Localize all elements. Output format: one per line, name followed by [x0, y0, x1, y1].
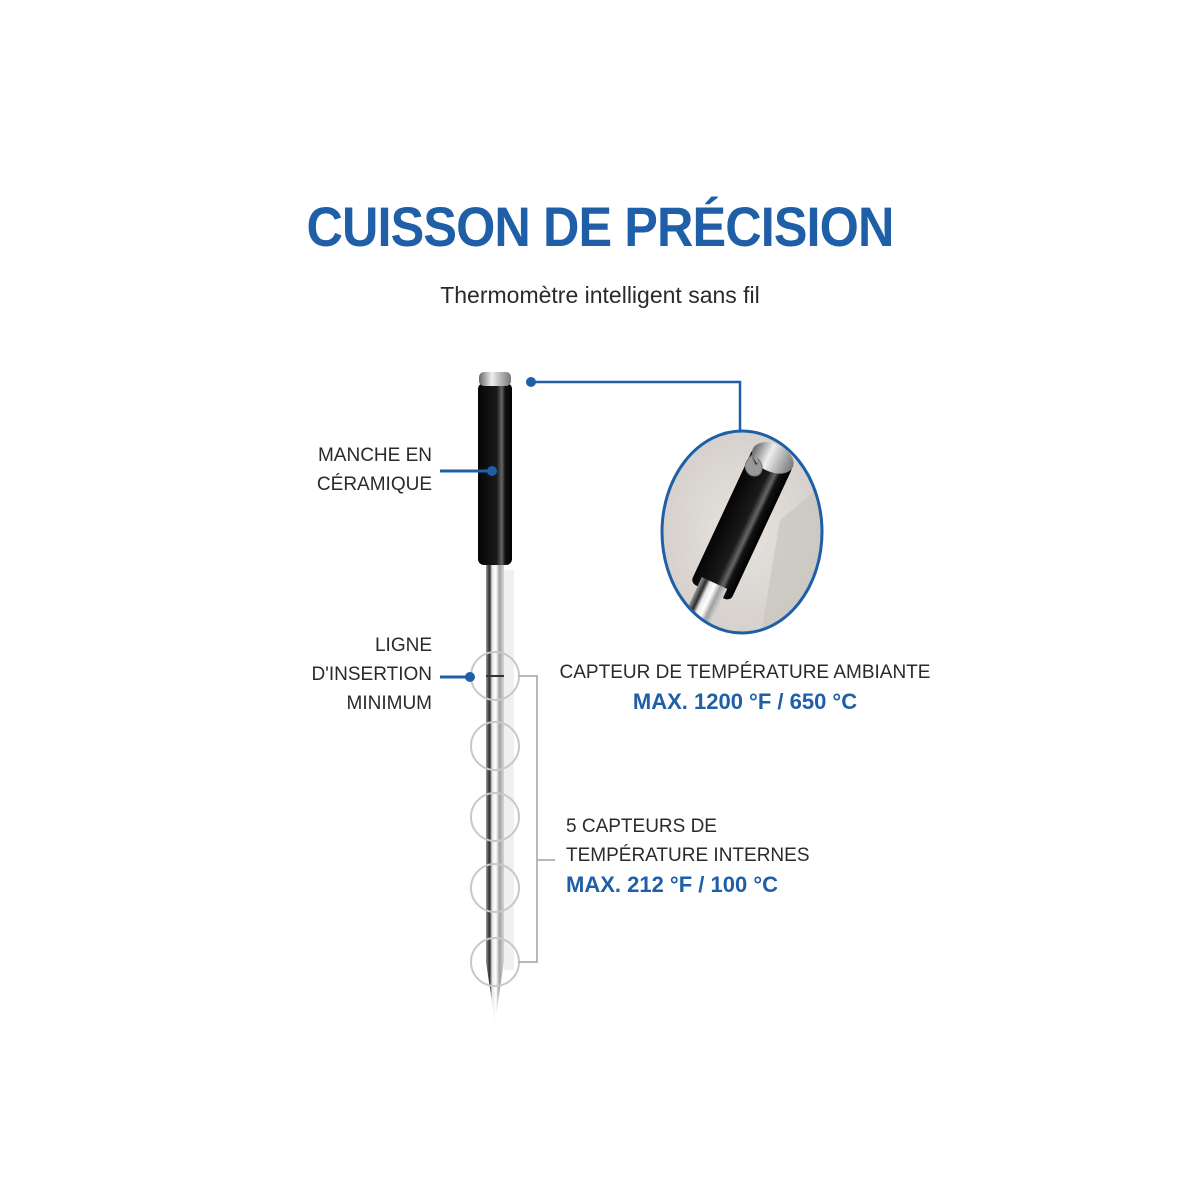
- flame-icon: [744, 454, 763, 477]
- handle-callout-line: [440, 466, 497, 476]
- handle-label: MANCHE EN CÉRAMIQUE: [316, 445, 432, 495]
- ambient-sensor-zoom-bubble: [660, 429, 824, 635]
- sensors-bracket: [518, 675, 538, 963]
- internal-sensors-label: 5 CAPTEURS DE TEMPÉRATURE INTERNES MAX. …: [566, 812, 866, 899]
- tip-callout-line: [526, 377, 742, 431]
- ambient-max-temp: MAX. 1200 °F / 650 °C: [632, 689, 858, 714]
- probe-shaft: [486, 562, 514, 1022]
- page-subtitle: Thermomètre intelligent sans fil: [440, 282, 760, 308]
- page-title: CUISSON DE PRÉCISION: [306, 195, 895, 258]
- insertion-line-label: LIGNE D'INSERTION MINIMUM: [311, 635, 432, 714]
- insertion-callout-line: [440, 672, 475, 682]
- internal-max-temp: MAX. 212 °F / 100 °C: [566, 872, 779, 897]
- ambient-sensor-label: CAPTEUR DE TEMPÉRATURE AMBIANTE MAX. 120…: [545, 658, 945, 716]
